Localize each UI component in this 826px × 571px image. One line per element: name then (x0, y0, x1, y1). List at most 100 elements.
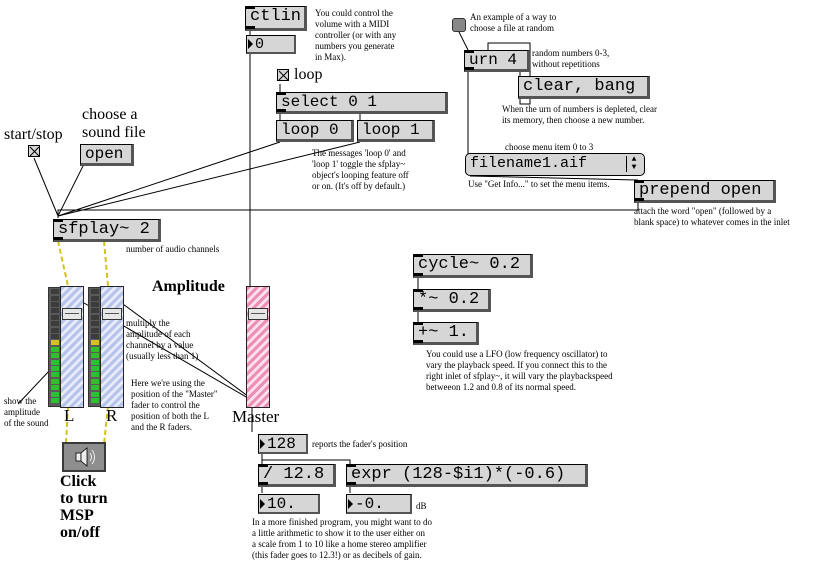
divide-label: / 12.8 (263, 465, 325, 484)
expr-object[interactable]: expr (128-$i1)*(-0.6) (346, 464, 588, 487)
filename-menu-value: filename1.aif (470, 155, 588, 172)
volume-scale-value: 10. (267, 495, 296, 513)
sfplay-object[interactable]: sfplay~ 2 (53, 219, 161, 242)
master-fader[interactable] (246, 286, 270, 408)
loop-label: loop (294, 66, 323, 83)
number-triangle-icon (260, 498, 265, 509)
arithmetic-comment: In a more finished program, you might wa… (252, 517, 432, 560)
plus-signal-object[interactable]: +~ 1. (413, 322, 479, 345)
meter-segment (91, 340, 99, 346)
multiply-label: *~ 0.2 (418, 290, 480, 309)
master-fader-knob[interactable] (248, 307, 268, 320)
meter-segment (51, 340, 59, 346)
meter-segment (91, 366, 99, 371)
divide-object[interactable]: / 12.8 (258, 464, 336, 487)
loop-toggle[interactable] (277, 69, 289, 81)
lfo-comment: You could use a LFO (low frequency oscil… (426, 349, 613, 392)
urn-object[interactable]: urn 4 (464, 50, 530, 72)
meter-segment (51, 398, 59, 403)
urn-label: urn 4 (469, 51, 518, 69)
cycle-label: cycle~ 0.2 (418, 255, 521, 274)
filename-menu[interactable]: filename1.aif ▲▼ (465, 153, 645, 176)
meter-segment (91, 295, 99, 301)
meter-segment (91, 302, 99, 307)
level-meter (48, 287, 62, 407)
channels-comment: number of audio channels (126, 244, 220, 254)
meter-segment (51, 346, 59, 352)
urn-depleted-comment: When the urn of numbers is depleted, cle… (502, 104, 657, 125)
fader-position-number[interactable]: 128 (258, 434, 308, 454)
meter-segment (51, 391, 59, 397)
right-fader[interactable] (100, 286, 124, 408)
right-fader-knob[interactable] (102, 307, 122, 320)
ctlin-label: ctlin (250, 7, 302, 26)
master-label: Master (232, 407, 280, 426)
number-triangle-icon (348, 498, 353, 509)
meter-segment (51, 314, 59, 320)
clear-bang-message[interactable]: clear, bang (518, 76, 650, 99)
loop-0-label: loop 0 (281, 121, 339, 139)
meter-segment (51, 385, 59, 391)
open-message[interactable]: open (80, 144, 134, 166)
decibel-number[interactable]: -0. (346, 494, 412, 514)
left-fader[interactable] (60, 286, 84, 408)
meter-segment (91, 385, 99, 391)
ctlin-object[interactable]: ctlin (245, 6, 307, 31)
meter-segment (91, 372, 99, 378)
meter-segment (51, 353, 59, 359)
amplitude-label: Amplitude (152, 278, 225, 295)
loop-0-message[interactable]: loop 0 (276, 120, 354, 142)
meter-segment (91, 378, 99, 384)
start-stop-toggle[interactable] (28, 145, 40, 157)
clear-bang-label: clear, bang (523, 77, 636, 96)
meter-segment (51, 308, 59, 314)
meter-segment (51, 327, 59, 333)
meter-segment (51, 289, 59, 295)
cycle-object[interactable]: cycle~ 0.2 (413, 254, 533, 278)
fader-position-value: 128 (267, 435, 296, 453)
toggle-check-icon (278, 70, 289, 81)
meter-segment (51, 366, 59, 371)
meter-segment (51, 334, 59, 339)
prepend-object[interactable]: prepend open (634, 180, 776, 203)
meter-segment (51, 295, 59, 301)
ctl-number-box[interactable]: 0 (246, 35, 296, 54)
db-unit-label: dB (416, 501, 427, 511)
loop-1-label: loop 1 (362, 121, 420, 139)
urn-comment: random numbers 0-3,without repetitions (532, 48, 610, 69)
meter-segment (91, 391, 99, 397)
right-channel-label: R (106, 406, 118, 425)
meter-segment (91, 359, 99, 365)
meter-segment (51, 372, 59, 378)
meter-segment (51, 321, 59, 327)
meter-segment (91, 346, 99, 352)
volume-scale-number[interactable]: 10. (258, 494, 320, 514)
meter-segment (91, 353, 99, 359)
meter-segment (91, 308, 99, 314)
meter-segment (91, 314, 99, 320)
sfplay-label: sfplay~ 2 (58, 220, 150, 239)
loop-1-message[interactable]: loop 1 (357, 120, 435, 142)
fader-position-comment: reports the fader's position (312, 439, 408, 449)
meter-segment (91, 398, 99, 403)
dac-toggle-button[interactable] (62, 442, 106, 472)
expr-label: expr (128-$i1)*(-0.6) (351, 465, 566, 484)
left-fader-knob[interactable] (62, 307, 82, 320)
loop-comment: The messages 'loop 0' and'loop 1' toggle… (312, 148, 409, 191)
prepend-label: prepend open (639, 181, 762, 200)
select-object[interactable]: select 0 1 (276, 92, 448, 114)
meter-segment (91, 327, 99, 333)
get-info-comment: Use "Get Info..." to set the menu items. (468, 179, 610, 189)
bang-button[interactable] (452, 18, 466, 32)
meter-segment (51, 359, 59, 365)
ctl-number-value: 0 (255, 36, 265, 53)
meter-segment (91, 289, 99, 295)
multiply-signal-object[interactable]: *~ 0.2 (413, 289, 491, 312)
